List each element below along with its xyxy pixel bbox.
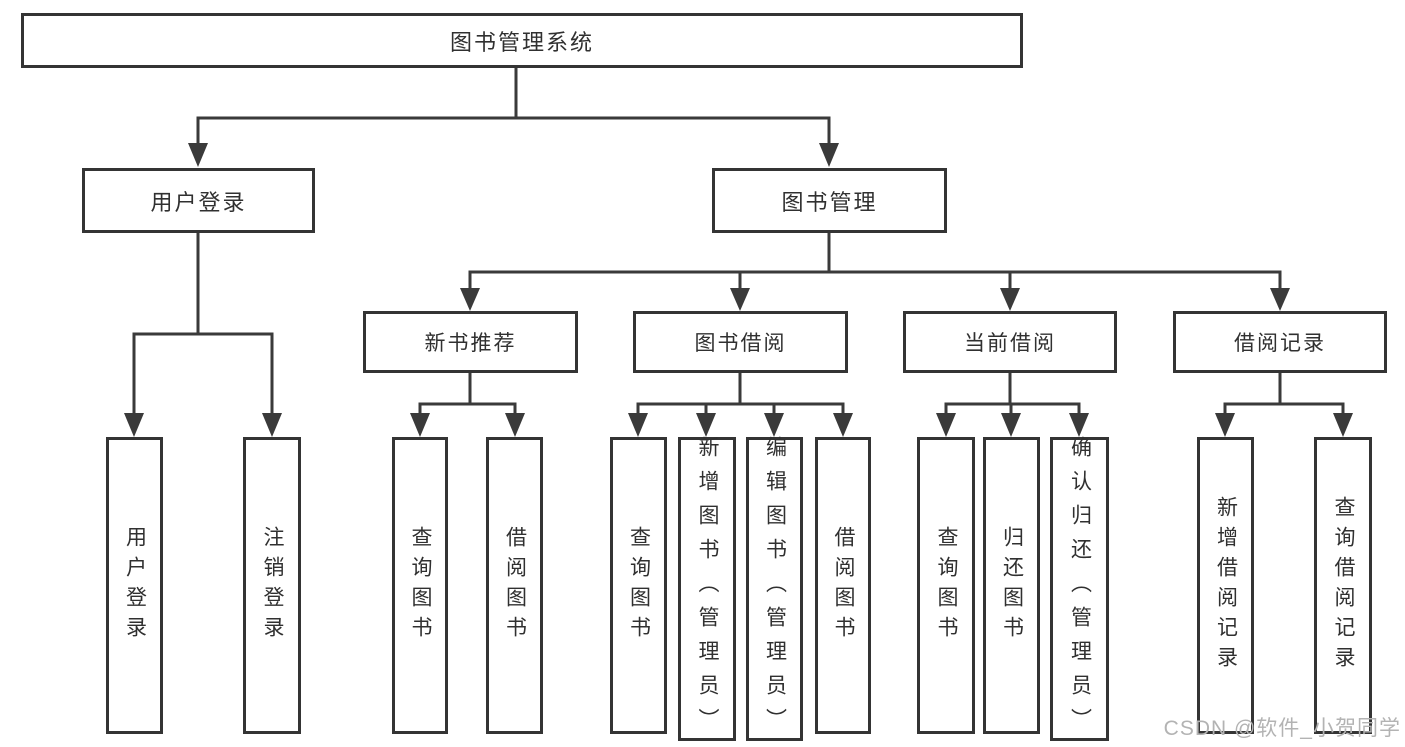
- node-root: 图书管理系统: [21, 13, 1023, 68]
- leaf-bb-edit-books-admin-label: 编辑图书（管理员）: [763, 436, 787, 742]
- leaf-br-add-record: 新增借阅记录: [1197, 437, 1254, 734]
- node-borrow-records: 借阅记录: [1173, 311, 1387, 373]
- leaf-bb-query-books: 查询图书: [610, 437, 667, 734]
- leaf-br-query-record-label: 查询借阅记录: [1332, 495, 1355, 676]
- node-book-borrow: 图书借阅: [633, 311, 848, 373]
- leaf-logout-login-label: 注销登录: [261, 525, 284, 646]
- node-user-login-branch: 用户登录: [82, 168, 315, 233]
- leaf-br-add-record-label: 新增借阅记录: [1214, 495, 1238, 676]
- leaf-cb-return-books: 归还图书: [983, 437, 1040, 734]
- connector-new-book-sub: [410, 373, 525, 437]
- leaf-cb-confirm-return-admin-label: 确认归还（管理员）: [1068, 436, 1092, 742]
- node-book-management: 图书管理: [712, 168, 947, 233]
- leaf-br-query-record: 查询借阅记录: [1314, 437, 1372, 734]
- leaf-user-login: 用户登录: [106, 437, 163, 734]
- csdn-watermark: CSDN @软件_小贺同学: [1163, 717, 1401, 740]
- leaf-bb-add-books-admin-label: 新增图书（管理员）: [696, 436, 719, 742]
- leaf-cb-query-books: 查询图书: [917, 437, 975, 734]
- node-current-borrow: 当前借阅: [903, 311, 1117, 373]
- leaf-bb-query-books-label: 查询图书: [627, 525, 651, 646]
- connector-book-management-branch: [460, 233, 1290, 311]
- connector-borrow-records-sub: [1215, 373, 1353, 437]
- connector-user-login-branch: [124, 233, 282, 437]
- leaf-nb-borrow-books: 借阅图书: [486, 437, 543, 734]
- connector-root-to-level2: [188, 68, 839, 167]
- leaf-bb-add-books-admin: 新增图书（管理员）: [678, 436, 736, 742]
- leaf-nb-query-books-label: 查询图书: [409, 525, 432, 646]
- connector-current-borrow-sub: [936, 373, 1089, 437]
- leaf-nb-query-books: 查询图书: [392, 437, 448, 734]
- leaf-cb-return-books-label: 归还图书: [1000, 525, 1024, 646]
- leaf-bb-borrow-books: 借阅图书: [815, 437, 871, 734]
- leaf-cb-confirm-return-admin: 确认归还（管理员）: [1050, 436, 1109, 742]
- node-new-book-recommend: 新书推荐: [363, 311, 578, 373]
- leaf-nb-borrow-books-label: 借阅图书: [503, 525, 527, 646]
- connector-book-borrow-sub: [628, 373, 853, 437]
- leaf-bb-edit-books-admin: 编辑图书（管理员）: [746, 436, 803, 742]
- leaf-bb-borrow-books-label: 借阅图书: [832, 525, 855, 646]
- leaf-user-login-label: 用户登录: [123, 525, 147, 646]
- leaf-logout-login: 注销登录: [243, 437, 301, 734]
- leaf-cb-query-books-label: 查询图书: [935, 525, 958, 646]
